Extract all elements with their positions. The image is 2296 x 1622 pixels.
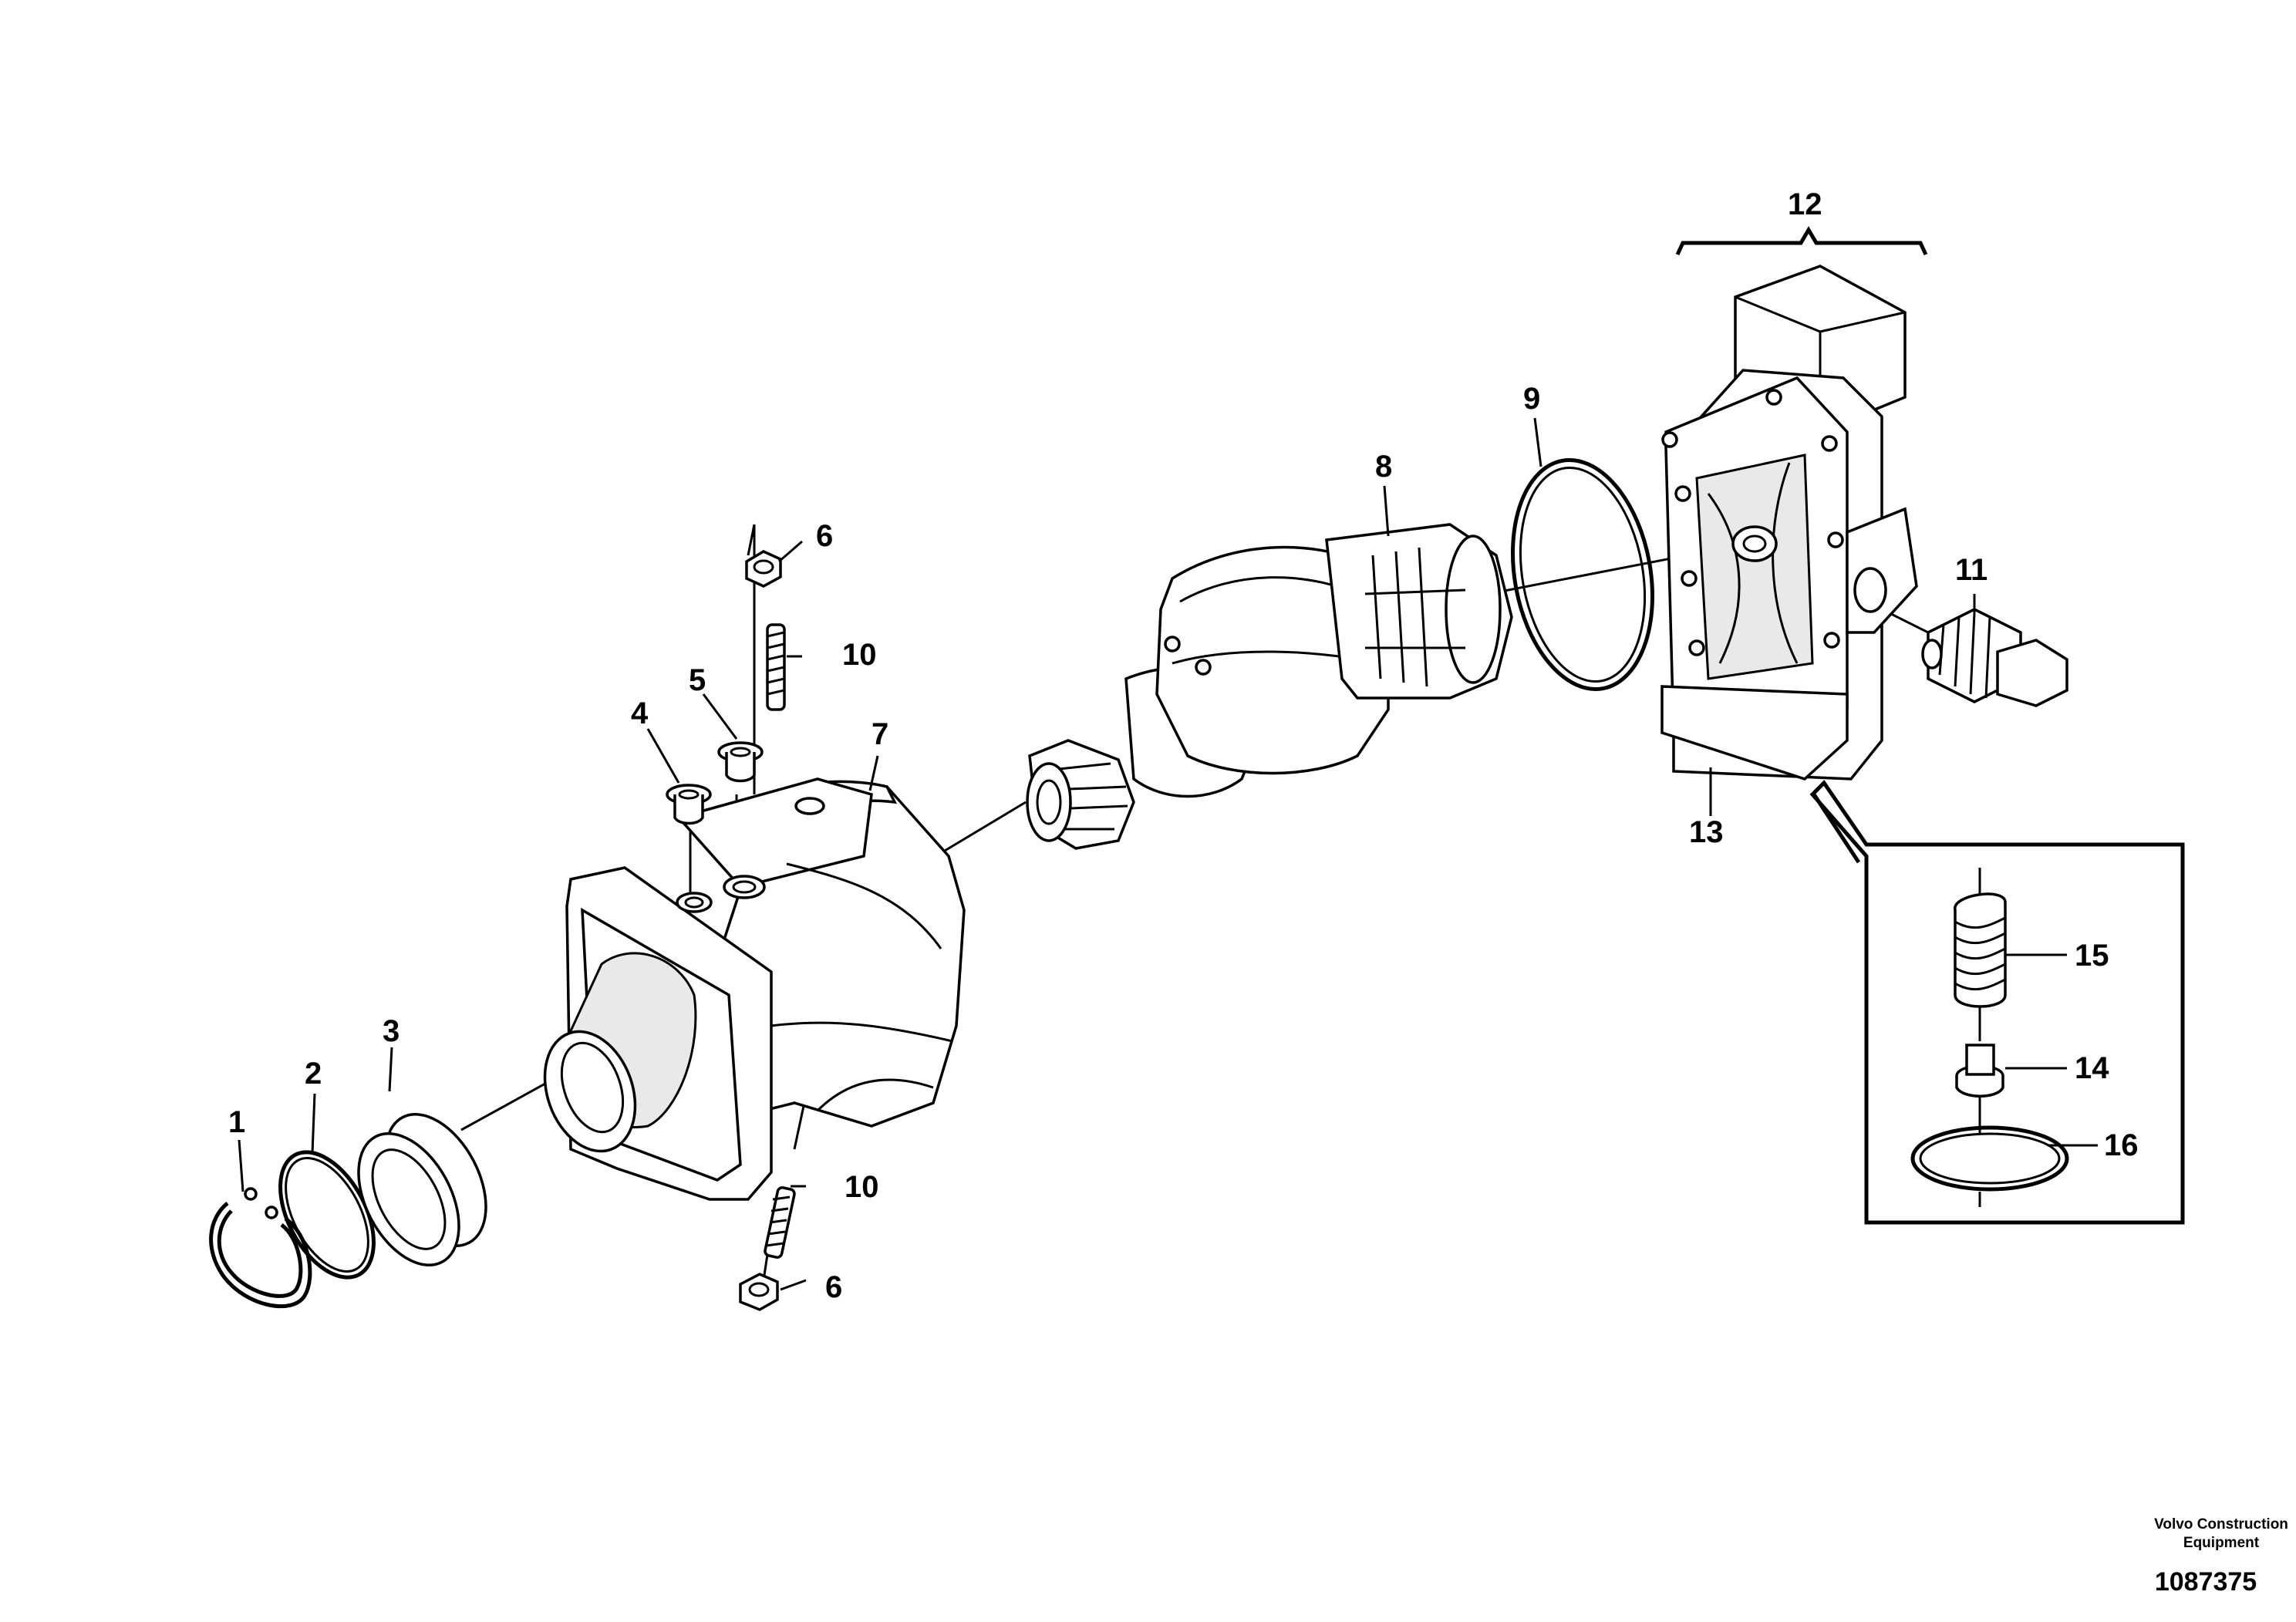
part-14-valve-piston	[1955, 1044, 2004, 1114]
detail-inset	[1809, 780, 2185, 1225]
part-3-seal-ring	[357, 1113, 487, 1266]
part-1-circlip	[209, 1187, 312, 1309]
callout-7: 7	[872, 717, 888, 751]
part-9-o-ring	[1511, 457, 1654, 692]
part-11-valve	[1921, 608, 2068, 707]
drawing-footer: Volvo Construction Equipment 1087375	[2154, 1516, 2288, 1597]
callout-8: 8	[1375, 450, 1392, 484]
callout-5: 5	[689, 663, 706, 697]
callout-12: 12	[1788, 187, 1822, 221]
callout-1: 1	[228, 1105, 245, 1139]
callout-6-top: 6	[816, 519, 833, 553]
part-5-plug	[717, 741, 764, 783]
callout-2: 2	[305, 1057, 322, 1091]
leader-lines	[238, 417, 2098, 1291]
part-8-rotating-group	[1026, 523, 1513, 850]
callout-10-top: 10	[842, 638, 877, 672]
callout-3: 3	[383, 1014, 400, 1048]
part-6-nut-bottom	[739, 1273, 779, 1311]
callout-10-bottom: 10	[845, 1170, 879, 1204]
company-name-line-1: Volvo Construction	[2154, 1516, 2288, 1533]
callout-15: 15	[2075, 939, 2109, 973]
callout-6-bottom: 6	[825, 1270, 842, 1304]
part-10-stud-top	[766, 623, 786, 711]
callout-labels: 1 2 3 4 5 6 10 7 8 9 12 11 13 15 14 16 1…	[228, 187, 2139, 1304]
part-10-stud-bottom	[764, 1186, 796, 1259]
drawing-number: 1087375	[2155, 1567, 2257, 1597]
callout-13: 13	[1689, 815, 1724, 849]
callout-16: 16	[2104, 1128, 2139, 1162]
part-13-port-plate	[1660, 265, 1918, 781]
callout-4: 4	[631, 696, 649, 730]
part-6-nut-top	[745, 550, 782, 588]
part-16-o-ring	[1910, 1114, 2069, 1207]
part-15-spring	[1954, 868, 2007, 1041]
callout-14: 14	[2075, 1051, 2109, 1085]
part-4-plug	[666, 784, 712, 825]
company-name-line-2: Equipment	[2183, 1535, 2260, 1551]
callout-11: 11	[1955, 553, 1988, 587]
item-12-brace	[1675, 226, 1928, 256]
part-7-motor-housing	[543, 777, 966, 1201]
callout-9: 9	[1523, 382, 1540, 416]
